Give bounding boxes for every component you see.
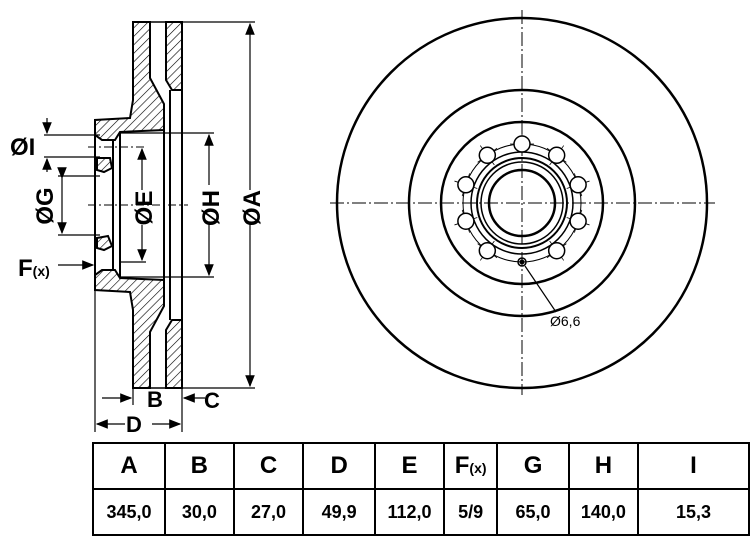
lower-left-ring-section <box>94 269 165 389</box>
bolt-hole <box>513 135 531 153</box>
table-header-f: F(x) <box>443 442 499 490</box>
small-hole-icon <box>517 257 527 267</box>
front-view <box>330 10 715 395</box>
header-label: D <box>330 452 348 479</box>
header-label: E <box>401 452 418 479</box>
header-label: H <box>594 452 613 479</box>
hole-diameter-note: Ø6,6 <box>550 313 581 329</box>
header-sublabel: (x) <box>469 460 487 476</box>
dim-label-e: ØE <box>131 191 158 226</box>
bolt-hole <box>457 212 475 230</box>
section-labels: ØA ØH ØE ØG ØI F(x) B C D <box>10 134 266 437</box>
table-value-e: 112,0 <box>373 488 446 536</box>
table-header-h: H <box>567 442 639 490</box>
dim-label-g: ØG <box>32 187 59 224</box>
header-label: A <box>120 452 138 479</box>
table-value-d: 49,9 <box>302 488 376 536</box>
table-header-c: C <box>232 442 305 490</box>
dimension-lines <box>42 21 255 432</box>
bolt-hole <box>478 241 497 260</box>
bolt-hole <box>478 146 497 165</box>
bolt-hole <box>457 176 475 194</box>
bolt-hole <box>547 146 566 165</box>
upper-bolt-section <box>96 157 114 174</box>
lower-bolt-section <box>96 234 114 252</box>
table-value-a: 345,0 <box>92 488 166 536</box>
section-centerlines <box>88 146 188 206</box>
cross-section-view <box>94 21 183 389</box>
dim-label-i: ØI <box>10 134 35 161</box>
table-value-c: 27,0 <box>232 488 305 536</box>
table-value-h: 140,0 <box>567 488 639 536</box>
dim-label-c: C <box>204 388 220 413</box>
header-label: F <box>454 452 470 479</box>
upper-left-ring-section <box>94 21 165 141</box>
table-header-row: A B C D E F(x) G H I <box>92 442 750 490</box>
hole-leader-line <box>524 265 557 313</box>
header-label: B <box>190 452 209 479</box>
table-header-i: I <box>636 442 750 490</box>
table-value-b: 30,0 <box>163 488 235 536</box>
table-value-f: 5/9 <box>443 488 499 536</box>
table-header-a: A <box>92 442 166 490</box>
table-value-i: 15,3 <box>636 488 750 536</box>
table-header-g: G <box>496 442 570 490</box>
bolt-hole <box>547 241 566 260</box>
bolt-holes <box>454 132 590 267</box>
bolt-hole <box>569 176 587 194</box>
lower-right-ring-section <box>165 319 183 389</box>
dim-label-h: ØH <box>198 190 225 226</box>
header-label: I <box>690 452 697 479</box>
dim-label-b: B <box>147 387 163 412</box>
table-header-b: B <box>163 442 235 490</box>
header-label: C <box>259 452 278 479</box>
dim-label-a: ØA <box>239 190 266 226</box>
small-hole-center <box>519 259 525 265</box>
dim-label-d: D <box>126 412 142 437</box>
table-header-d: D <box>302 442 376 490</box>
front-centerlines <box>330 10 715 395</box>
dim-label-f: F(x) <box>18 255 50 282</box>
bolt-hole <box>569 212 587 230</box>
table-header-e: E <box>373 442 446 490</box>
header-label: G <box>523 452 543 479</box>
upper-right-ring-section <box>165 21 183 91</box>
table-value-g: 65,0 <box>496 488 570 536</box>
brake-disc-drawing: ØA ØH ØE ØG ØI F(x) B C D Ø6,6 <box>10 10 715 437</box>
